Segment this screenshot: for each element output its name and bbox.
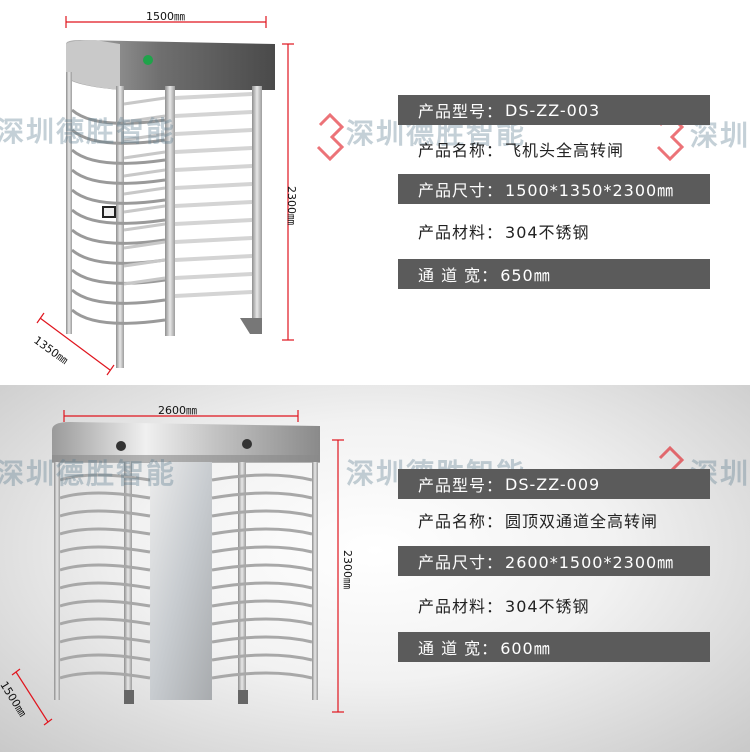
- spec-label: 产品尺寸：: [418, 553, 504, 572]
- p1-spec-width: 通 道 宽： 650㎜: [398, 259, 710, 289]
- watermark-text: 深圳德胜智能: [0, 457, 177, 490]
- p1-spec-model: 产品型号： DS-ZZ-003: [398, 95, 710, 125]
- p1-spec-material: 产品材料： 304不锈钢: [398, 216, 710, 246]
- p2-spec-name: 产品名称： 圆顶双通道全高转闸: [398, 505, 710, 535]
- spec-value: DS-ZZ-009: [505, 474, 601, 494]
- spec-value: 600㎜: [500, 639, 551, 658]
- p2-spec-material: 产品材料： 304不锈钢: [398, 590, 710, 620]
- dimension-lines-2: [11, 410, 344, 726]
- spec-value: 304不锈钢: [505, 597, 590, 616]
- turnstile1: [66, 40, 275, 368]
- spec-label: 产品尺寸：: [418, 181, 504, 200]
- p1-height-label: 2300㎜: [285, 186, 298, 225]
- spec-value: DS-ZZ-003: [505, 100, 601, 120]
- p2-width-label: 2600㎜: [158, 404, 197, 417]
- p1-width-label: 1500㎜: [146, 10, 185, 23]
- spec-label: 产品材料：: [418, 597, 504, 616]
- p1-spec-name: 产品名称： 飞机头全高转闸: [398, 134, 710, 164]
- spec-label: 产品名称：: [418, 141, 504, 160]
- spec-label: 通 道 宽：: [418, 639, 499, 658]
- spec-value: 1500*1350*2300㎜: [505, 181, 675, 200]
- watermark-text: 深圳德胜智能: [0, 115, 177, 148]
- spec-label: 产品材料：: [418, 223, 504, 242]
- p2-spec-model: 产品型号： DS-ZZ-009: [398, 469, 710, 499]
- spec-label: 产品名称：: [418, 512, 504, 531]
- spec-value: 304不锈钢: [505, 223, 590, 242]
- spec-label: 通 道 宽：: [418, 266, 499, 285]
- spec-label: 产品型号：: [418, 476, 504, 495]
- dimension-lines-1: [36, 16, 294, 376]
- spec-value: 650㎜: [500, 266, 551, 285]
- spec-label: 产品型号：: [418, 102, 504, 121]
- spec-value: 圆顶双通道全高转闸: [505, 512, 659, 531]
- p1-spec-size: 产品尺寸： 1500*1350*2300㎜: [398, 174, 710, 204]
- p2-spec-width: 通 道 宽： 600㎜: [398, 632, 710, 662]
- spec-value: 2600*1500*2300㎜: [505, 553, 675, 572]
- turnstile2: [52, 422, 320, 704]
- watermark-logo-icon: [316, 112, 685, 495]
- p2-spec-size: 产品尺寸： 2600*1500*2300㎜: [398, 546, 710, 576]
- spec-value: 飞机头全高转闸: [505, 141, 625, 160]
- p2-height-label: 2300㎜: [341, 550, 354, 589]
